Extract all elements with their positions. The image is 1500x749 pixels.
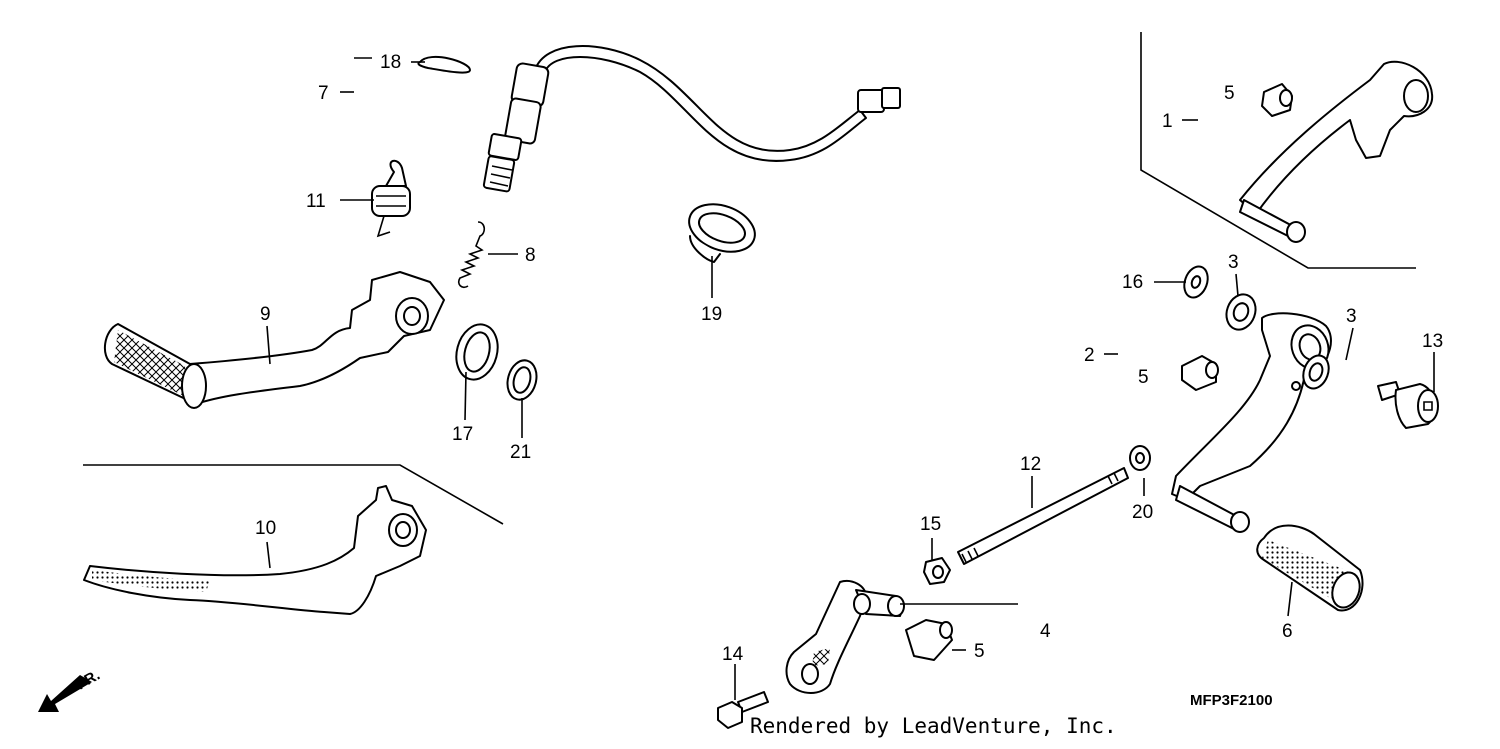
part-10-brake-pedal[interactable] bbox=[83, 485, 427, 615]
callout-labels: 18 7 11 8 9 19 17 21 10 1 5 16 3 3 13 2 … bbox=[74, 52, 1444, 709]
callout-17: 17 bbox=[452, 424, 473, 445]
diagram-code: MFP3F2100 bbox=[1190, 692, 1273, 709]
callout-6: 6 bbox=[1282, 621, 1293, 642]
part-21-snap-ring[interactable] bbox=[503, 357, 540, 403]
part-5-bolt-upper[interactable] bbox=[1261, 83, 1293, 117]
callout-8: 8 bbox=[525, 245, 536, 266]
part-18-clip[interactable] bbox=[417, 55, 471, 74]
part-7-stop-switch[interactable] bbox=[482, 45, 901, 193]
part-3-bushing-lower[interactable] bbox=[1299, 352, 1333, 392]
part-1-shift-pedal-assembly[interactable] bbox=[1239, 60, 1434, 243]
part-9-brake-pedal[interactable] bbox=[103, 271, 445, 409]
section-divider-right bbox=[1140, 32, 1416, 269]
callout-3-upper: 3 bbox=[1228, 252, 1239, 273]
part-17-seal[interactable] bbox=[450, 320, 503, 384]
callout-18: 18 bbox=[380, 52, 401, 73]
callout-13: 13 bbox=[1422, 331, 1443, 352]
callout-3-lower: 3 bbox=[1346, 306, 1357, 327]
part-16-washer[interactable] bbox=[1180, 263, 1212, 301]
callout-4: 4 bbox=[1040, 621, 1051, 642]
part-5-bolt-lower[interactable] bbox=[905, 619, 953, 661]
callout-5-upper: 5 bbox=[1224, 83, 1235, 104]
part-12-shift-rod[interactable] bbox=[957, 467, 1129, 565]
callout-7: 7 bbox=[318, 83, 329, 104]
callout-5-lower: 5 bbox=[974, 641, 985, 662]
part-13-pivot-bolt[interactable] bbox=[1377, 381, 1439, 429]
callout-10: 10 bbox=[255, 518, 276, 539]
part-19-clamp[interactable] bbox=[683, 196, 762, 263]
callout-15: 15 bbox=[920, 514, 941, 535]
part-14-bolt[interactable] bbox=[717, 691, 769, 729]
part-6-footpeg-rubber[interactable] bbox=[1256, 524, 1364, 612]
section-divider-left bbox=[83, 464, 504, 525]
part-3-bushing-upper[interactable] bbox=[1222, 290, 1261, 333]
callout-21: 21 bbox=[510, 442, 531, 463]
callout-19: 19 bbox=[701, 304, 722, 325]
leader-lines bbox=[266, 57, 1435, 700]
callout-5-middle: 5 bbox=[1138, 367, 1149, 388]
callout-14: 14 bbox=[722, 644, 744, 665]
part-11-return-spring[interactable] bbox=[371, 159, 411, 238]
part-20-nut[interactable] bbox=[1129, 445, 1151, 471]
callout-16: 16 bbox=[1122, 272, 1143, 293]
part-4-shift-arm[interactable] bbox=[785, 580, 905, 694]
callout-11: 11 bbox=[306, 191, 326, 212]
callout-1: 1 bbox=[1162, 111, 1173, 132]
part-2-shift-pedal[interactable] bbox=[1171, 312, 1334, 533]
callout-12: 12 bbox=[1020, 454, 1041, 475]
callout-20: 20 bbox=[1132, 502, 1153, 523]
render-credit: Rendered by LeadVenture, Inc. bbox=[750, 714, 1117, 738]
part-8-spring[interactable] bbox=[457, 221, 486, 289]
front-direction-arrow bbox=[38, 675, 92, 712]
callout-9: 9 bbox=[260, 304, 271, 325]
part-5-bolt-middle[interactable] bbox=[1181, 355, 1219, 391]
part-15-nut[interactable] bbox=[923, 557, 951, 585]
callout-2: 2 bbox=[1084, 345, 1095, 366]
